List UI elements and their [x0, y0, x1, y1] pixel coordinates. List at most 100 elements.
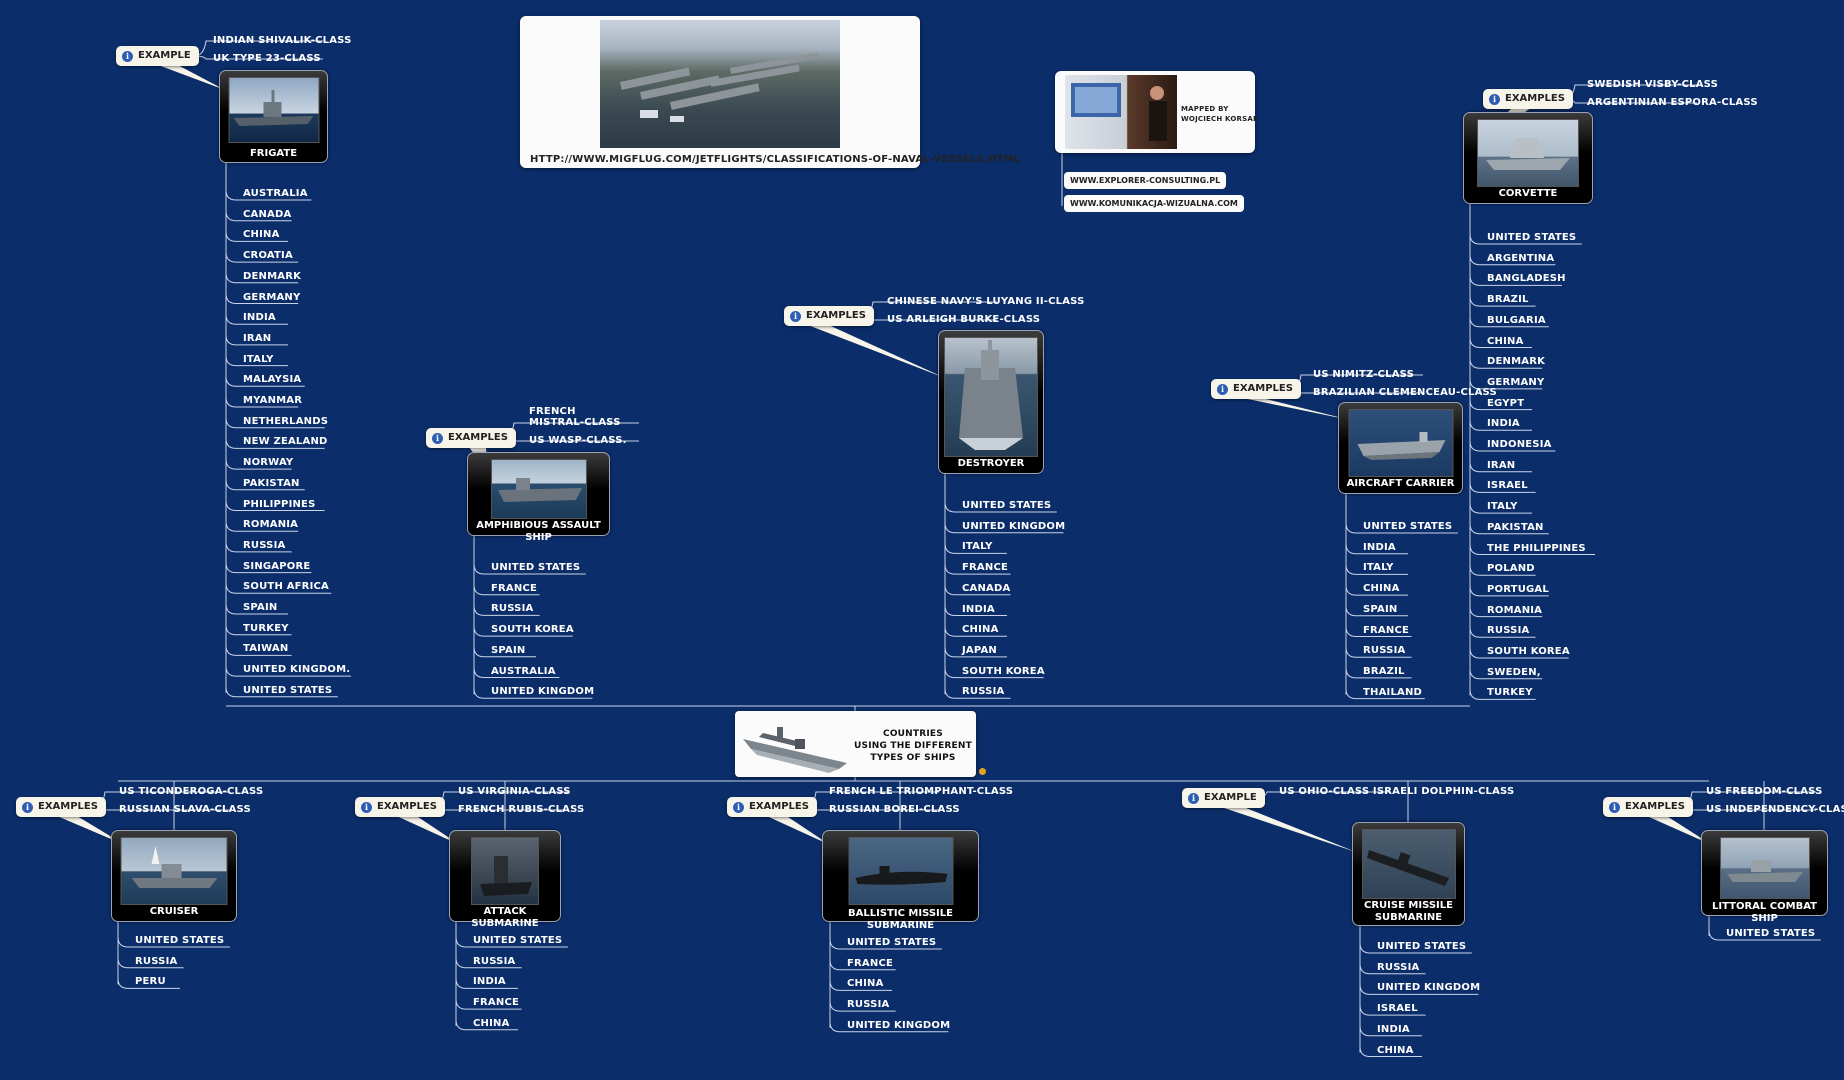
- carrier-node[interactable]: AIRCRAFT CARRIER: [1338, 402, 1463, 494]
- attack-sub-country-item[interactable]: INDIA: [473, 976, 506, 988]
- frigate-country-item[interactable]: INDIA: [243, 312, 276, 324]
- littoral-example-2[interactable]: US INDEPENDENCY-CLASS: [1706, 804, 1844, 815]
- frigate-country-item[interactable]: NEW ZEALAND: [243, 436, 328, 448]
- frigate-country-item[interactable]: NORWAY: [243, 457, 294, 469]
- corvette-country-item[interactable]: BRAZIL: [1487, 294, 1529, 306]
- frigate-country-item[interactable]: UNITED STATES: [243, 684, 333, 696]
- frigate-country-item[interactable]: MYANMAR: [243, 395, 303, 406]
- cruiser-country-item[interactable]: RUSSIA: [135, 955, 178, 967]
- corvette-country-item[interactable]: DENMARK: [1487, 356, 1546, 368]
- frigate-country-item[interactable]: CROATIA: [243, 250, 293, 262]
- frigate-country-item[interactable]: NETHERLANDS: [243, 415, 329, 427]
- frigate-country-item[interactable]: SPAIN: [243, 602, 278, 613]
- destroyer-country-item[interactable]: JAPAN: [962, 644, 997, 656]
- cruise-sub-country-item[interactable]: UNITED KINGDOM: [1377, 982, 1481, 994]
- corvette-country-item[interactable]: ARGENTINA: [1487, 252, 1555, 264]
- frigate-country-item[interactable]: RUSSIA: [243, 539, 286, 551]
- ballistic-sub-node[interactable]: BALLISTIC MISSILE SUBMARINE: [822, 830, 979, 931]
- corvette-country-item[interactable]: UNITED STATES: [1487, 232, 1577, 243]
- carrier-country-item[interactable]: CHINA: [1363, 583, 1400, 595]
- frigate-country-item[interactable]: SOUTH AFRICA: [243, 581, 329, 593]
- amphibious-country-item[interactable]: SPAIN: [491, 644, 526, 656]
- ballistic-sub-country-item[interactable]: UNITED KINGDOM: [847, 1019, 951, 1031]
- ballistic-sub-country-item[interactable]: RUSSIA: [847, 999, 890, 1011]
- frigate-country-item[interactable]: UNITED KINGDOM.: [243, 664, 351, 676]
- cruise-sub-country-item[interactable]: UNITED STATES: [1377, 941, 1467, 952]
- cruise-sub-example-1[interactable]: US OHIO-CLASS ISRAELI DOLPHIN-CLASS: [1279, 786, 1515, 797]
- attack-sub-example-1[interactable]: US VIRGINIA-CLASS: [458, 786, 571, 797]
- destroyer-country-item[interactable]: UNITED STATES: [962, 500, 1052, 511]
- carrier-country-item[interactable]: INDIA: [1363, 541, 1396, 553]
- corvette-country-item[interactable]: IRAN: [1487, 459, 1516, 471]
- destroyer-country-item[interactable]: ITALY: [962, 541, 993, 553]
- amphibious-country-item[interactable]: FRANCE: [491, 582, 538, 594]
- cruiser-example-2[interactable]: RUSSIAN SLAVA-CLASS: [119, 804, 251, 815]
- corvette-country-item[interactable]: INDIA: [1487, 418, 1520, 430]
- littoral-example-1[interactable]: US FREEDOM-CLASS: [1706, 786, 1823, 797]
- cruiser-country-item[interactable]: PERU: [135, 976, 166, 988]
- corvette-country-item[interactable]: BANGLADESH: [1487, 273, 1566, 285]
- link-komunikacja-wizualna[interactable]: WWW.KOMUNIKACJA-WIZUALNA.COM: [1064, 195, 1244, 212]
- frigate-example-2[interactable]: UK TYPE 23-CLASS: [213, 53, 321, 64]
- frigate-country-item[interactable]: ITALY: [243, 353, 274, 365]
- cruise-sub-country-item[interactable]: INDIA: [1377, 1023, 1410, 1035]
- frigate-example-1[interactable]: INDIAN SHIVALIK-CLASS: [213, 35, 352, 46]
- destroyer-node[interactable]: DESTROYER: [938, 330, 1044, 474]
- destroyer-country-item[interactable]: CHINA: [962, 624, 999, 636]
- frigate-country-item[interactable]: MALAYSIA: [243, 374, 302, 386]
- corvette-country-item[interactable]: PAKISTAN: [1487, 521, 1544, 533]
- ballistic-sub-country-item[interactable]: FRANCE: [847, 957, 894, 969]
- amphibious-country-item[interactable]: RUSSIA: [491, 603, 534, 615]
- carrier-country-item[interactable]: SPAIN: [1363, 603, 1398, 615]
- amphibious-country-item[interactable]: UNITED STATES: [491, 562, 581, 573]
- attack-sub-country-item[interactable]: RUSSIA: [473, 955, 516, 967]
- carrier-country-item[interactable]: ITALY: [1363, 562, 1394, 574]
- amphibious-country-item[interactable]: SOUTH KOREA: [491, 624, 574, 636]
- attack-sub-country-item[interactable]: CHINA: [473, 1017, 510, 1029]
- destroyer-country-item[interactable]: UNITED KINGDOM: [962, 520, 1066, 532]
- corvette-country-item[interactable]: CHINA: [1487, 335, 1524, 347]
- corvette-country-item[interactable]: POLAND: [1487, 563, 1535, 575]
- corvette-country-item[interactable]: ITALY: [1487, 501, 1518, 513]
- attack-sub-node[interactable]: ATTACK SUBMARINE: [449, 830, 561, 929]
- destroyer-country-item[interactable]: CANADA: [962, 582, 1011, 594]
- frigate-country-item[interactable]: CHINA: [243, 229, 280, 241]
- frigate-country-item[interactable]: DENMARK: [243, 270, 302, 282]
- source-image-card[interactable]: HTTP://WWW.MIGFLUG.COM/JETFLIGHTS/CLASSI…: [520, 16, 1020, 168]
- carrier-country-item[interactable]: BRAZIL: [1363, 665, 1405, 677]
- cruise-sub-country-item[interactable]: RUSSIA: [1377, 961, 1420, 973]
- corvette-country-item[interactable]: RUSSIA: [1487, 625, 1530, 637]
- carrier-country-item[interactable]: FRANCE: [1363, 624, 1410, 636]
- frigate-node[interactable]: FRIGATE: [219, 70, 328, 163]
- destroyer-country-item[interactable]: SOUTH KOREA: [962, 665, 1045, 677]
- cruise-sub-node[interactable]: CRUISE MISSILE SUBMARINE: [1352, 822, 1465, 926]
- amphibious-example-1b[interactable]: MISTRAL-CLASS: [529, 417, 621, 428]
- link-explorer-consulting[interactable]: WWW.EXPLORER-CONSULTING.PL: [1064, 172, 1227, 189]
- destroyer-example-2[interactable]: US ARLEIGH BURKE-CLASS: [887, 314, 1041, 325]
- corvette-country-item[interactable]: GERMANY: [1487, 376, 1545, 388]
- ballistic-sub-country-item[interactable]: CHINA: [847, 978, 884, 990]
- corvette-example-1[interactable]: SWEDISH VISBY-CLASS: [1587, 79, 1719, 90]
- corvette-country-item[interactable]: ROMANIA: [1487, 604, 1543, 616]
- destroyer-country-item[interactable]: RUSSIA: [962, 686, 1005, 698]
- frigate-country-item[interactable]: GERMANY: [243, 291, 301, 303]
- carrier-example-2[interactable]: BRAZILIAN CLEMENCEAU-CLASS: [1313, 387, 1497, 398]
- cruiser-country-item[interactable]: UNITED STATES: [135, 935, 225, 946]
- cruise-sub-country-item[interactable]: CHINA: [1377, 1044, 1414, 1056]
- corvette-country-item[interactable]: SWEDEN,: [1487, 666, 1541, 678]
- destroyer-example-1[interactable]: CHINESE NAVY'S LUYANG II-CLASS: [887, 296, 1085, 307]
- frigate-country-item[interactable]: PHILIPPINES: [243, 498, 316, 510]
- corvette-country-item[interactable]: THE PHILIPPINES: [1487, 542, 1586, 554]
- frigate-country-item[interactable]: PAKISTAN: [243, 477, 300, 489]
- amphibious-country-item[interactable]: AUSTRALIA: [491, 665, 556, 677]
- corvette-country-item[interactable]: EGYPT: [1487, 397, 1525, 409]
- destroyer-country-item[interactable]: INDIA: [962, 603, 995, 615]
- corvette-country-item[interactable]: BULGARIA: [1487, 314, 1546, 326]
